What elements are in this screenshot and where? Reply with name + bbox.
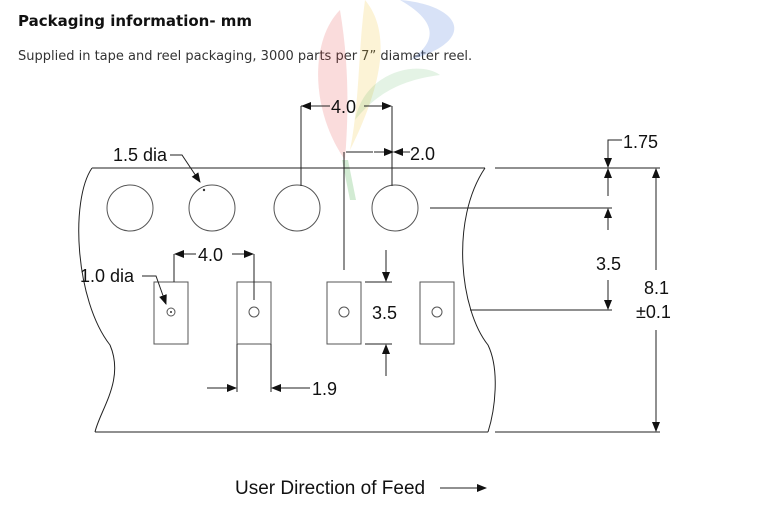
pocket-hole-4	[431, 306, 443, 318]
leader-sprocket-hole	[170, 154, 201, 183]
pocket-hole-3	[338, 306, 350, 318]
label-pocket-length: 3.5	[372, 303, 397, 323]
label-feed-direction: User Direction of Feed	[235, 478, 425, 499]
sprocket-hole-3	[273, 184, 321, 232]
leader-pocket-hole	[142, 275, 167, 305]
dim-arrow-175-top	[604, 139, 622, 168]
label-hole-to-pocket: 2.0	[410, 144, 435, 164]
label-tape-width-tol: ±0.1	[636, 302, 671, 322]
logo-green-stem	[342, 160, 356, 200]
logo-blue-petal	[400, 0, 455, 60]
pocket-hole-2	[248, 306, 260, 318]
label-pocket-hole: 1.0 dia	[80, 266, 135, 286]
packaging-description: Supplied in tape and reel packaging, 300…	[18, 49, 473, 64]
label-sprocket-pitch: 4.0	[331, 97, 356, 117]
label-pocket-pitch: 4.0	[198, 245, 223, 265]
logo-red-petal	[318, 10, 348, 160]
sprocket-hole-1	[106, 184, 154, 232]
label-tape-width: 8.1	[644, 278, 669, 298]
sprocket-hole-4	[371, 184, 419, 232]
section-heading: Packaging information- mm	[18, 12, 253, 30]
label-hole-to-pocket-center: 3.5	[596, 254, 621, 274]
sprocket-hole-2	[188, 184, 236, 232]
watermark-logo	[318, 0, 455, 200]
label-sprocket-hole: 1.5 dia	[113, 145, 168, 165]
logo-yellow-petal	[350, 0, 381, 150]
pocket-hole-dot	[170, 311, 172, 313]
tape-outline	[78, 167, 496, 433]
sprocket-hole-mark	[202, 188, 206, 192]
label-edge-to-hole: 1.75	[623, 132, 658, 152]
label-pocket-width: 1.9	[312, 379, 337, 399]
logo-green-leaf	[355, 68, 440, 120]
